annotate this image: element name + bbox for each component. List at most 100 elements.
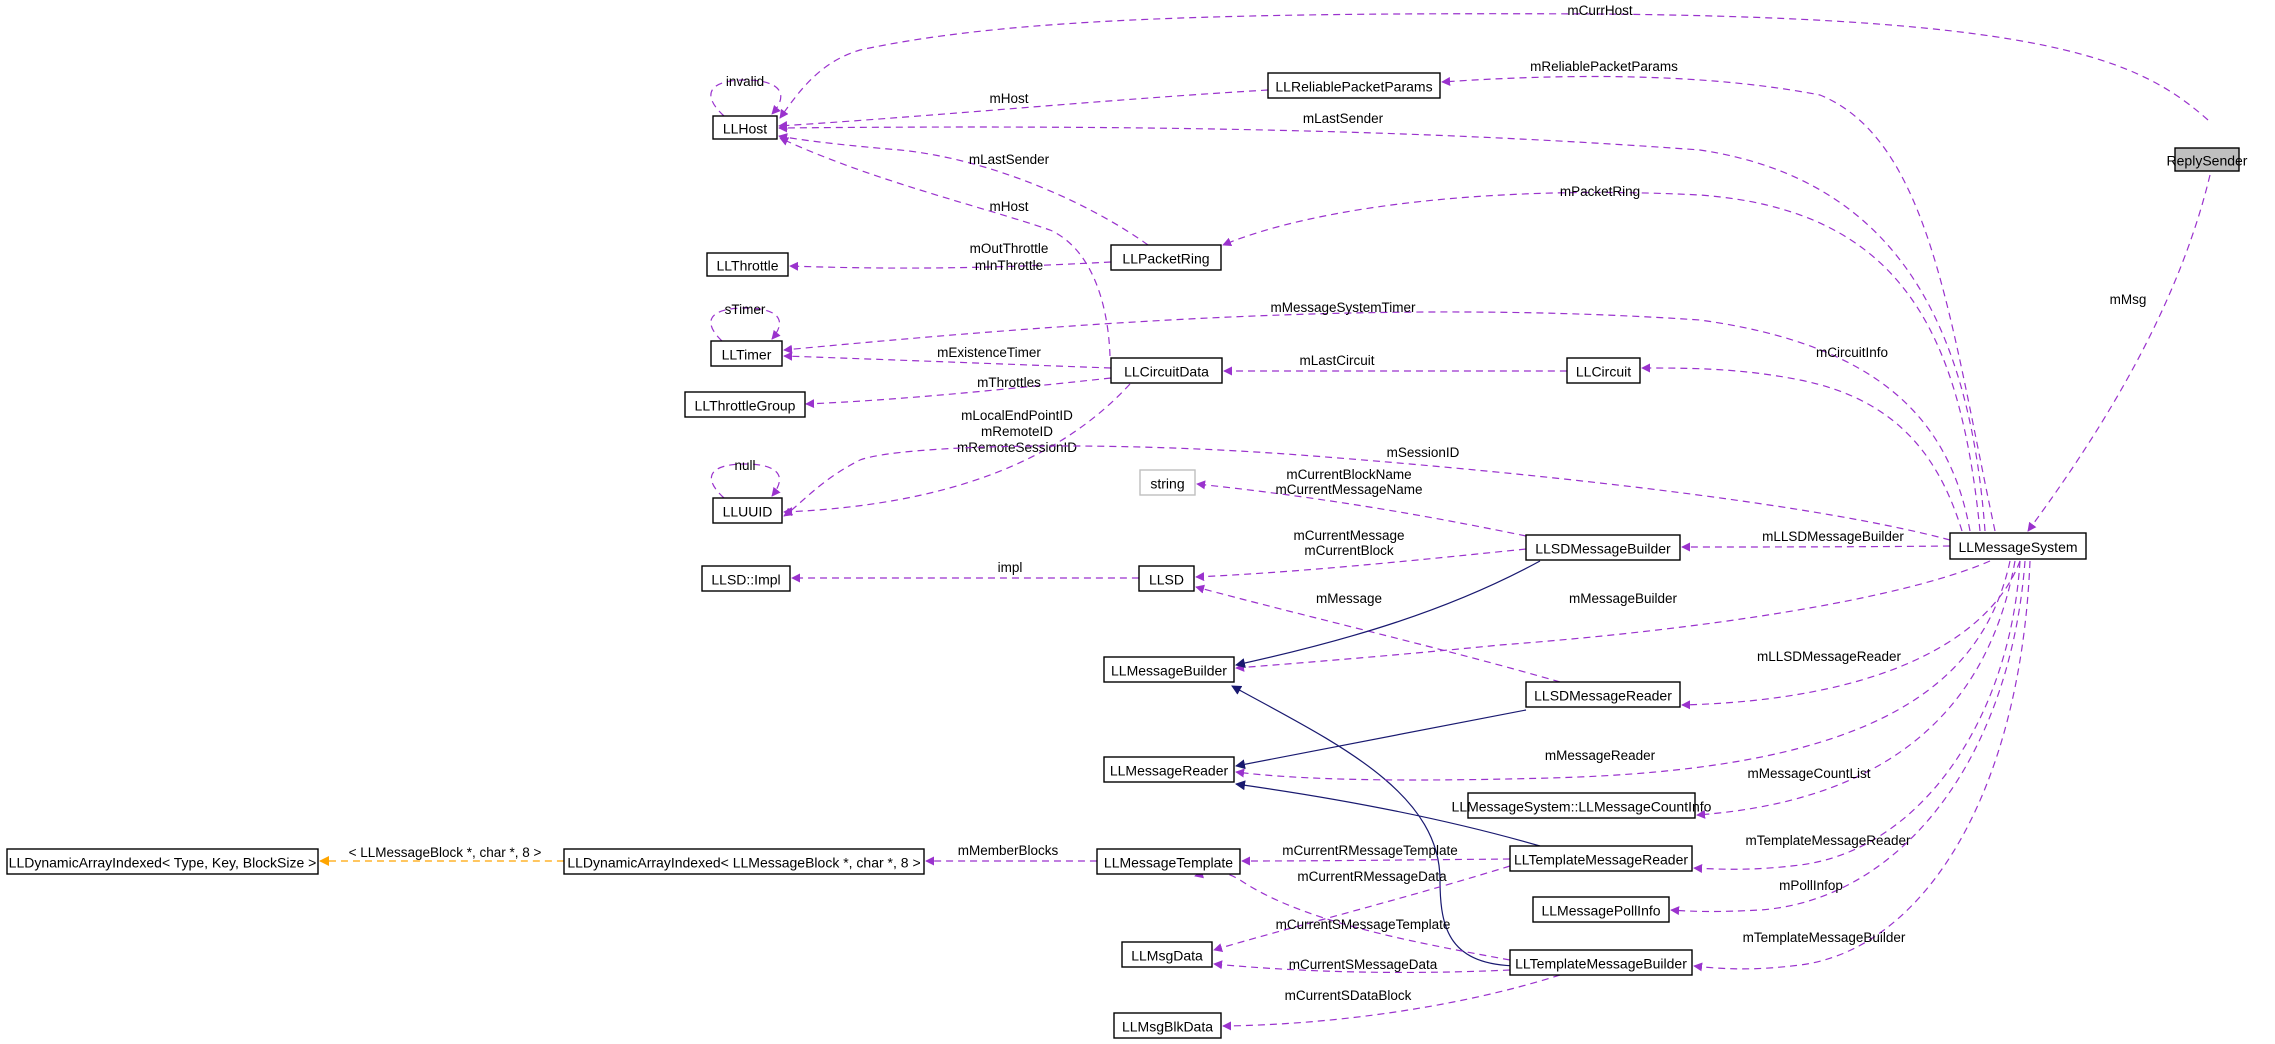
class-node-llsdimpl[interactable]: LLSD::Impl — [701, 565, 791, 592]
class-node-lluuid[interactable]: LLUUID — [712, 497, 783, 524]
class-label: string — [1150, 476, 1184, 492]
edge-tpl-inst: < LLMessageBlock *, char *, 8 > — [319, 845, 564, 866]
class-label: LLSDMessageBuilder — [1535, 541, 1671, 557]
class-node-llhost[interactable]: LLHost — [712, 115, 778, 140]
edge-label: mCurrentRMessageTemplate — [1282, 843, 1458, 858]
inheritance-edge — [1235, 709, 1527, 770]
edge-label: mCurrentSMessageData — [1289, 957, 1438, 972]
class-label: LLTemplateMessageReader — [1514, 852, 1688, 868]
usage-edge — [1213, 865, 1511, 952]
edge-invalid: invalid — [710, 74, 782, 117]
class-label: ReplySender — [2167, 153, 2248, 169]
edge-label: mTemplateMessageBuilder — [1743, 930, 1906, 945]
usage-edge — [1696, 560, 2016, 819]
class-node-llmsgdata[interactable]: LLMsgData — [1121, 941, 1213, 968]
edge-label: mExistenceTimer — [937, 345, 1041, 360]
class-node-llreliablepacketparams[interactable]: LLReliablePacketParams — [1267, 72, 1441, 99]
class-node-lltimer[interactable]: LLTimer — [710, 340, 783, 367]
edge-inh-tmb — [1231, 685, 1519, 967]
class-node-lltemplatemessagebuilder[interactable]: LLTemplateMessageBuilder — [1509, 949, 1693, 976]
class-box — [1509, 949, 1693, 976]
class-node-llmessagetemplate[interactable]: LLMessageTemplate — [1096, 848, 1241, 875]
class-label: LLPacketRing — [1122, 251, 1209, 267]
class-label: LLThrottleGroup — [695, 398, 796, 414]
edge-label: mCurrentSDataBlock — [1285, 988, 1412, 1003]
edge-throttles: mThrottles — [805, 375, 1112, 409]
class-label: LLMessageBuilder — [1111, 663, 1227, 679]
class-box — [1110, 244, 1222, 271]
class-label: LLHost — [723, 121, 767, 137]
edge-label: mRemoteSessionID — [957, 440, 1077, 455]
edge-currSblock: mCurrentSDataBlock — [1222, 974, 1561, 1031]
class-label: LLMsgBlkData — [1122, 1019, 1213, 1035]
class-node-llcircuit[interactable]: LLCircuit — [1566, 357, 1641, 384]
edge-label: mMessageCountList — [1747, 766, 1870, 781]
edge-ms-lastsender: mLastSender — [778, 111, 1986, 532]
class-node-replysender[interactable]: ReplySender — [2167, 147, 2248, 172]
usage-edge — [1241, 856, 1511, 866]
edge-label: mHost — [989, 199, 1028, 214]
edge-stimer: sTimer — [710, 302, 781, 342]
class-label: LLMessageReader — [1110, 763, 1229, 779]
class-node-llthrottle[interactable]: LLThrottle — [706, 252, 789, 277]
edge-label: mCurrentBlock — [1304, 543, 1394, 558]
usage-edge — [1681, 542, 1951, 552]
edge-label: null — [734, 458, 755, 473]
edge-currhost: mCurrHost — [779, 3, 2209, 121]
usage-edge — [778, 89, 1269, 130]
edge-tplbuilder: mTemplateMessageBuilder — [1693, 560, 2031, 972]
class-box — [1267, 72, 1441, 99]
edge-label: mInThrottle — [975, 258, 1043, 273]
edge-cd-host: mHost — [779, 137, 1111, 357]
edge-label: mCurrentSMessageTemplate — [1276, 917, 1451, 932]
class-label: LLReliablePacketParams — [1275, 79, 1432, 95]
class-box — [1110, 357, 1223, 384]
edge-label: mCurrentMessage — [1293, 528, 1404, 543]
class-node-llsdmessagereader[interactable]: LLSDMessageReader — [1525, 681, 1681, 708]
edge-llsd-r: mMessage — [1195, 584, 1561, 683]
class-label: LLMessageSystem::LLMessageCountInfo — [1452, 799, 1712, 815]
usage-edge — [1222, 974, 1561, 1031]
class-node-string[interactable]: string — [1139, 469, 1196, 496]
class-node-llmessagebuilder[interactable]: LLMessageBuilder — [1103, 656, 1235, 683]
class-node-llthrottlegroup[interactable]: LLThrottleGroup — [684, 391, 806, 418]
usage-edge — [710, 79, 782, 117]
class-node-lltemplatemessagereader[interactable]: LLTemplateMessageReader — [1509, 845, 1693, 872]
usage-edge — [1441, 75, 1996, 532]
edge-label: mLastSender — [969, 152, 1050, 167]
edge-currRdata: mCurrentRMessageData — [1213, 865, 1511, 952]
class-node-llmessagecountinfo[interactable]: LLMessageSystem::LLMessageCountInfo — [1452, 792, 1712, 819]
class-box — [1121, 941, 1213, 968]
edge-label: mReliablePacketParams — [1530, 59, 1678, 74]
usage-edge — [1235, 560, 2011, 781]
edge-msg: mMsg — [2027, 174, 2211, 532]
usage-edge — [710, 307, 781, 342]
class-node-llsdmessagebuilder[interactable]: LLSDMessageBuilder — [1525, 534, 1681, 561]
class-node-lldynamicarrayindexedinst[interactable]: LLDynamicArrayIndexed< LLMessageBlock *,… — [563, 848, 925, 875]
class-node-llmsgblkdata[interactable]: LLMsgBlkData — [1113, 1012, 1222, 1039]
inheritance-edge — [1231, 685, 1519, 967]
edge-label: mMessageBuilder — [1569, 591, 1678, 606]
usage-edge — [2027, 174, 2211, 532]
class-node-llmessagereader[interactable]: LLMessageReader — [1103, 756, 1235, 783]
class-box — [1139, 469, 1196, 496]
class-label: LLDynamicArrayIndexed< Type, Key, BlockS… — [9, 855, 317, 871]
edge-label: mLastSender — [1303, 111, 1384, 126]
class-node-llpacketring[interactable]: LLPacketRing — [1110, 244, 1222, 271]
class-node-lldynamicarrayindexed[interactable]: LLDynamicArrayIndexed< Type, Key, BlockS… — [6, 848, 319, 875]
usage-edge — [783, 351, 1112, 369]
class-node-llmessagesystem[interactable]: LLMessageSystem — [1949, 532, 2087, 560]
class-node-llsd[interactable]: LLSD — [1138, 565, 1195, 592]
edge-label: mCurrentRMessageData — [1297, 869, 1447, 884]
edge-countlist: mMessageCountList — [1696, 560, 2016, 819]
class-node-llmessagepollinfo[interactable]: LLMessagePollInfo — [1532, 896, 1670, 923]
usage-edge — [1235, 560, 1991, 672]
class-node-llcircuitdata[interactable]: LLCircuitData — [1110, 357, 1223, 384]
class-box — [1525, 681, 1681, 708]
edge-currStpl: mCurrentSMessageTemplate — [1194, 869, 1511, 961]
class-label: LLCircuitData — [1124, 364, 1209, 380]
class-box — [712, 497, 783, 524]
